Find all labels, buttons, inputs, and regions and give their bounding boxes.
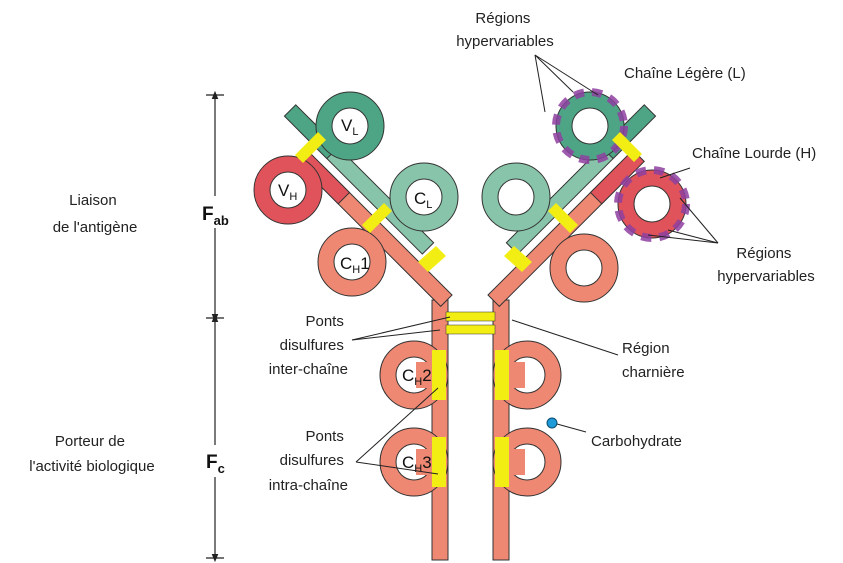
vh-domain-right [618,170,686,238]
fc-bracket [206,318,224,558]
intra-chain-label: Ponts disulfures intra-chaîne [269,428,348,494]
hypervariable-right-label: Régions hypervariables [717,245,815,285]
light-chain-label: Chaîne Légère (L) [624,65,746,82]
cl-domain-right [482,163,550,231]
hinge-region-label: Région charnière [622,340,685,381]
heavy-chain-stem-right [493,300,509,560]
hypervariable-top-label: Régions hypervariables [456,10,554,50]
heavy-chain-label: Chaîne Lourde (H) [692,145,816,162]
ch1-domain-right [550,234,618,302]
biological-activity-label: Porteur de l'activité biologique [29,433,154,475]
inter-chain-label: Ponts disulfures inter-chaîne [269,313,348,378]
carbohydrate-label: Carbohydrate [591,433,682,450]
carbohydrate-marker [547,418,557,428]
inter-chain-disulfide-bonds [446,312,495,334]
heavy-chain-stem-left [432,300,448,560]
vl-domain-right [556,92,624,160]
antigen-binding-label: Liaison de l'antigène [53,192,138,236]
